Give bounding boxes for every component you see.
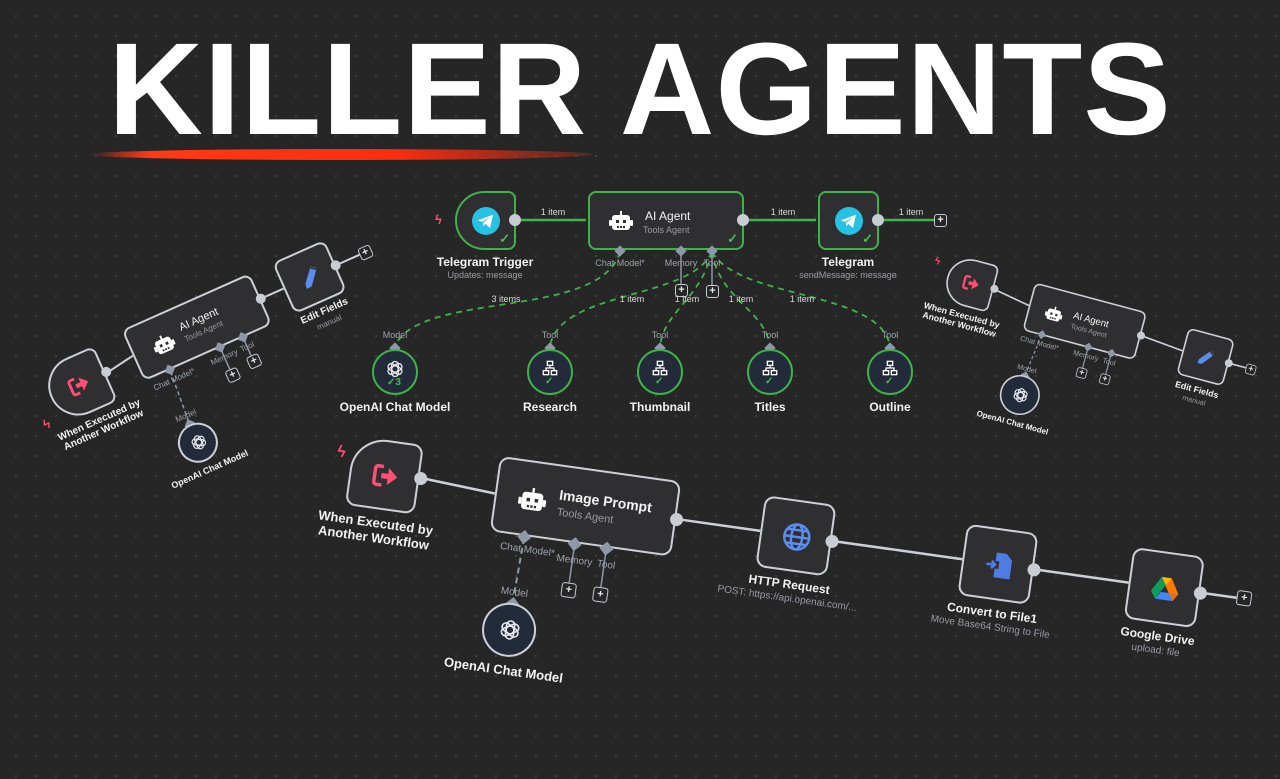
edge-thumbnail xyxy=(659,251,713,347)
run-count-badge: 3 xyxy=(395,377,401,388)
output-handle[interactable] xyxy=(737,214,749,226)
titles-tool-node[interactable]: ✓ xyxy=(747,349,793,395)
edge-label: 1 item xyxy=(619,294,645,304)
add-tool-button[interactable]: + xyxy=(591,586,609,604)
robot-icon xyxy=(150,330,179,359)
node-subtitle: Tools Agent xyxy=(556,506,615,527)
http-request-node[interactable] xyxy=(755,495,837,577)
output-handle[interactable] xyxy=(509,214,521,226)
add-memory-button[interactable]: + xyxy=(675,284,688,297)
edge-label: 1 item xyxy=(540,207,566,217)
google-drive-icon xyxy=(1148,572,1182,606)
node-name: Thumbnail xyxy=(629,400,691,414)
title-underline xyxy=(88,149,593,160)
edge-model xyxy=(394,251,621,347)
openai-icon xyxy=(385,359,405,379)
port-label: Tool xyxy=(881,330,899,340)
telegram-icon xyxy=(472,207,500,235)
add-memory-button[interactable]: + xyxy=(560,581,578,599)
port-label: Tool xyxy=(703,258,721,268)
add-node-button[interactable]: + xyxy=(1235,589,1253,607)
openai-chat-model-node[interactable]: ✓3 xyxy=(372,349,418,395)
node-name: Research xyxy=(522,400,578,414)
robot-icon xyxy=(609,210,633,234)
edge-label: 1 item xyxy=(898,207,924,217)
node-name: Outline xyxy=(869,400,911,414)
openai-icon xyxy=(187,430,211,454)
node-name: Telegram Trigger xyxy=(436,255,534,269)
center-connections xyxy=(394,218,934,347)
node-title: AI Agent xyxy=(645,209,691,223)
outline-tool-node[interactable]: ✓ xyxy=(867,349,913,395)
success-check-icon: ✓ xyxy=(885,376,894,387)
robot-icon xyxy=(516,485,548,517)
trigger-bolt-icon: ϟ xyxy=(435,212,442,227)
execute-workflow-icon xyxy=(367,458,403,494)
edge-label: 1 item xyxy=(770,207,796,217)
bottom-connections xyxy=(422,477,1237,600)
convert-to-file-node[interactable] xyxy=(957,523,1039,605)
workflow-icon xyxy=(542,360,558,376)
edge-titles xyxy=(711,251,771,347)
edge-label: 1 item xyxy=(789,294,815,304)
node-name: Telegram xyxy=(821,255,875,269)
pencil-icon xyxy=(293,260,327,294)
node-name: Titles xyxy=(754,400,786,414)
port-label: Tool xyxy=(651,330,669,340)
success-check-icon: ✓ xyxy=(765,376,774,387)
edge-label: 1 item xyxy=(674,294,700,304)
openai-icon xyxy=(1010,384,1032,406)
workflow-icon xyxy=(882,360,898,376)
port-label: Tool xyxy=(596,558,616,572)
port-label: Tool xyxy=(761,330,779,340)
port-label: Chat Model* xyxy=(595,258,645,268)
workflow-icon xyxy=(652,360,668,376)
edge-label: 1 item xyxy=(728,294,754,304)
edge-label: 3 items xyxy=(491,294,521,304)
node-name: OpenAI Chat Model xyxy=(339,400,451,414)
node-subtitle: Updates: message xyxy=(447,270,523,280)
page-title: KILLER AGENTS xyxy=(108,15,1172,162)
add-node-button[interactable]: + xyxy=(934,214,947,227)
execute-workflow-icon xyxy=(958,271,983,296)
research-tool-node[interactable]: ✓ xyxy=(527,349,573,395)
node-subtitle: Tools Agent xyxy=(643,225,690,235)
execute-workflow-icon xyxy=(62,368,96,402)
workflow-icon xyxy=(762,360,778,376)
thumbnail-tool-node[interactable]: ✓ xyxy=(637,349,683,395)
success-check-icon: ✓ xyxy=(545,376,554,387)
port-label: Tool xyxy=(541,330,559,340)
globe-icon xyxy=(780,520,814,554)
telegram-node[interactable]: ✓ xyxy=(818,191,879,250)
success-check-icon: ✓ xyxy=(499,231,510,246)
telegram-trigger-node[interactable]: ✓ xyxy=(455,191,516,250)
left-connections xyxy=(106,253,360,423)
pencil-icon xyxy=(1193,344,1218,369)
success-check-icon: ✓ xyxy=(862,231,873,246)
add-tool-button[interactable]: + xyxy=(706,285,719,298)
success-check-icon: ✓ xyxy=(727,231,738,246)
success-check-icon: ✓ xyxy=(655,376,664,387)
edge-outline xyxy=(711,251,891,347)
port-label: Memory xyxy=(664,258,698,268)
robot-icon xyxy=(1043,304,1065,326)
google-drive-node[interactable] xyxy=(1123,546,1205,629)
node-subtitle: sendMessage: message xyxy=(799,270,897,280)
success-check-icon: ✓3 xyxy=(387,377,401,388)
output-handle[interactable] xyxy=(872,214,884,226)
openai-icon xyxy=(497,616,524,643)
ai-agent-node[interactable]: AI Agent Tools Agent ✓ xyxy=(588,191,744,250)
convert-file-icon xyxy=(982,548,1016,582)
port-label: Model xyxy=(382,330,408,340)
telegram-icon xyxy=(835,207,863,235)
